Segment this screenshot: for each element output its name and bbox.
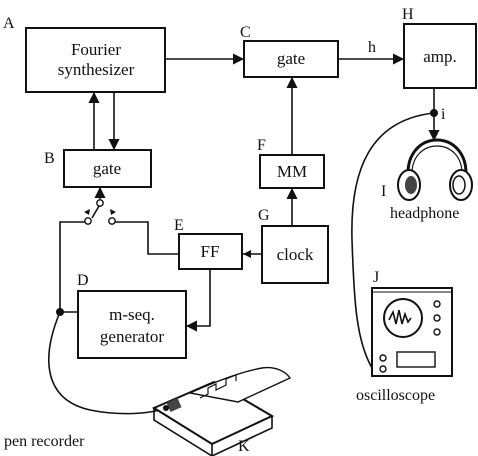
pen-recorder-device: pen recorder K: [4, 366, 292, 456]
mm-letter: F: [257, 137, 266, 154]
signal-i-label: i: [441, 106, 446, 123]
headphone-device: I headphone: [381, 138, 473, 222]
amp-block: H amp.: [402, 6, 477, 89]
headphone-letter: I: [381, 183, 386, 200]
ff-letter: E: [174, 217, 184, 234]
amp-label: amp.: [423, 47, 457, 66]
mm-block: F MM: [257, 137, 325, 189]
oscilloscope-label: oscilloscope: [356, 387, 435, 404]
clock-block: G clock: [258, 207, 329, 284]
ff-label: FF: [201, 242, 220, 261]
fourier-label-line2: synthesizer: [58, 60, 135, 79]
gate-b-block: B gate: [44, 149, 152, 188]
amp-letter: H: [402, 6, 414, 23]
mm-label: MM: [277, 162, 307, 181]
fourier-synthesizer-block: A Fourier synthesizer: [3, 15, 166, 93]
gate-b-label: gate: [93, 159, 121, 178]
pen-recorder-label: pen recorder: [4, 433, 85, 450]
oscilloscope-device: J oscilloscope: [356, 269, 453, 404]
mseq-label-line1: m-seq.: [109, 305, 155, 324]
fourier-label-line1: Fourier: [71, 40, 121, 59]
pen-recorder-letter: K: [238, 438, 250, 455]
signal-h-label: h: [368, 39, 376, 56]
mseq-letter: D: [77, 272, 89, 289]
gate-b-letter: B: [44, 150, 55, 167]
fourier-letter: A: [3, 15, 15, 32]
oscilloscope-letter: J: [373, 269, 379, 286]
junction-dot-mseq: [56, 308, 64, 316]
clock-label: clock: [277, 245, 314, 264]
headphone-label: headphone: [390, 205, 459, 222]
mseq-generator-block: D m-seq. generator: [77, 272, 187, 359]
junction-dot-i: [430, 109, 438, 117]
gate-c-letter: C: [240, 24, 251, 41]
ff-block: E FF: [174, 217, 243, 270]
selector-switch: [84, 199, 116, 225]
signal-wires: [48, 53, 440, 415]
clock-letter: G: [258, 207, 270, 224]
gate-c-label: gate: [277, 49, 305, 68]
gate-c-block: C gate: [240, 24, 339, 78]
mseq-label-line2: generator: [100, 327, 165, 346]
